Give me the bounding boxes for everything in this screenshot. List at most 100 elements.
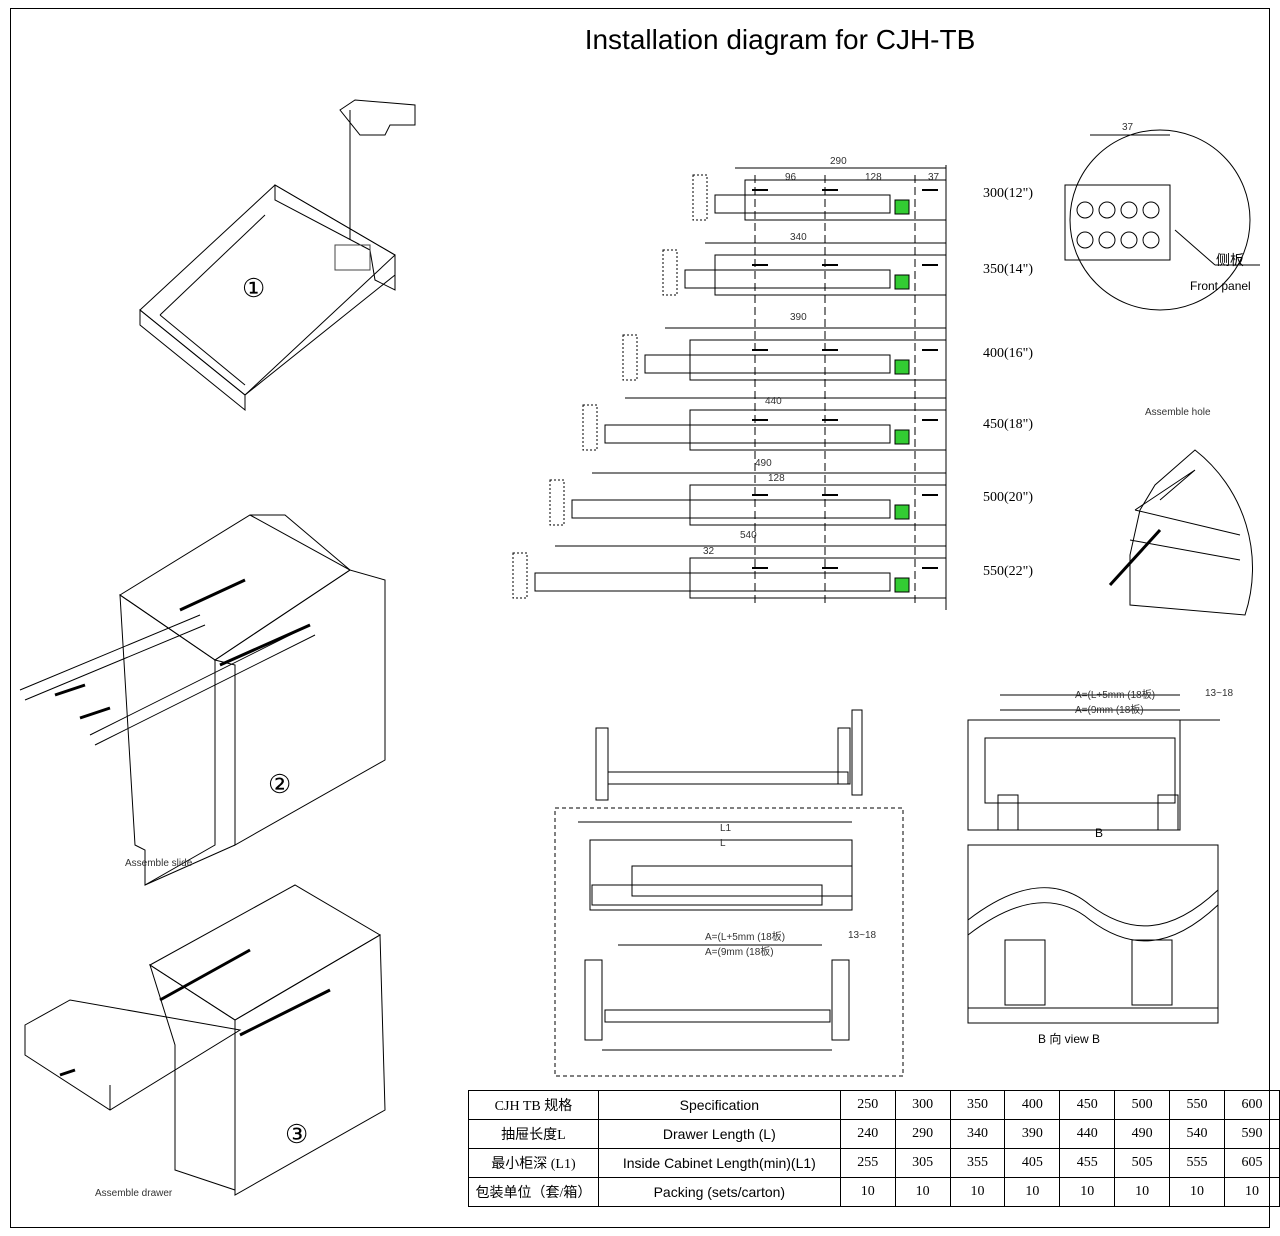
table-cell: 440 [1059, 1119, 1116, 1149]
hole-icon [1142, 201, 1160, 219]
hole-icon [1076, 201, 1094, 219]
hole-icon [1120, 231, 1138, 249]
table-cell: 10 [1114, 1177, 1171, 1207]
table-cell: 340 [949, 1119, 1006, 1149]
slide-inner [604, 424, 891, 444]
size-label: 450(18") [983, 417, 1034, 432]
dim-128: 128 [865, 172, 882, 183]
row-label-en: Specification [597, 1090, 841, 1120]
formula-a1: A=(L+5mm (18板) [705, 932, 786, 943]
table-cell: 10 [894, 1177, 951, 1207]
caption-assemble-slide: Assemble slide [125, 858, 193, 869]
assemble-hole-detail [1108, 449, 1253, 616]
detail-label-en: Front panel [1190, 279, 1251, 293]
dim-l: L [720, 838, 726, 849]
slide-inner [714, 194, 891, 214]
dim-length: 290 [830, 156, 847, 167]
formula-a2: A=(9mm (18板) [1075, 705, 1144, 716]
dim-l1: L1 [720, 823, 732, 834]
dim-length: 440 [765, 396, 782, 407]
row-label-en: Drawer Length (L) [597, 1119, 841, 1149]
table-cell: 600 [1224, 1090, 1280, 1120]
table-cell: 10 [1059, 1177, 1116, 1207]
dim-128: 128 [768, 473, 785, 484]
slide-inner [684, 269, 891, 289]
table-cell: 10 [1224, 1177, 1280, 1207]
dim-37: 37 [928, 172, 940, 183]
dim-length: 540 [740, 530, 757, 541]
table-cell: 10 [839, 1177, 896, 1207]
size-label: 350(14") [983, 262, 1034, 277]
drawer-section-top [595, 709, 863, 801]
size-label: 500(20") [983, 490, 1034, 505]
hole-icon [1120, 201, 1138, 219]
clip-green [894, 199, 910, 215]
clip-green [894, 429, 910, 445]
front-panel-section [582, 404, 598, 451]
row-label-cn: 包装单位（套/箱） [468, 1177, 599, 1207]
table-cell: 350 [949, 1090, 1006, 1120]
view-b [967, 844, 1219, 1024]
front-panel-detail [1064, 129, 1260, 311]
front-panel-section [622, 334, 638, 381]
clip-green [894, 577, 910, 593]
clip-green [894, 359, 910, 375]
table-cell: 455 [1059, 1148, 1116, 1178]
slide-inner [534, 572, 891, 592]
slide-outer [714, 254, 947, 296]
step-number-3: ③ [285, 1120, 309, 1149]
table-cell: 305 [894, 1148, 951, 1178]
row-label-en: Inside Cabinet Length(min)(L1) [597, 1148, 841, 1178]
table-cell: 250 [839, 1090, 896, 1120]
table-cell: 10 [1169, 1177, 1225, 1207]
hole-icon [1098, 231, 1116, 249]
table-cell: 605 [1224, 1148, 1280, 1178]
diagram-frame [10, 8, 1270, 1228]
table-cell: 400 [1004, 1090, 1061, 1120]
front-panel-section [692, 174, 708, 221]
table-cell: 490 [1114, 1119, 1171, 1149]
dim-length: 490 [755, 458, 772, 469]
row-label-cn: CJH TB 规格 [468, 1090, 599, 1120]
clip-green [894, 274, 910, 290]
table-cell: 540 [1169, 1119, 1225, 1149]
front-panel-section [662, 249, 678, 296]
table-row: 最小柜深 (L1)Inside Cabinet Length(min)(L1)2… [468, 1148, 1280, 1178]
page-title: Installation diagram for CJH-TB [584, 24, 976, 55]
table-cell: 10 [949, 1177, 1006, 1207]
dim-b: B [1095, 826, 1104, 840]
table-cell: 500 [1114, 1090, 1171, 1120]
table-cell: 290 [894, 1119, 951, 1149]
hole-icon [1076, 231, 1094, 249]
dim-96: 96 [785, 172, 797, 183]
row-label-en: Packing (sets/carton) [597, 1177, 841, 1207]
dim-32: 32 [703, 546, 715, 557]
table-cell: 390 [1004, 1119, 1061, 1149]
hole-icon [1142, 231, 1160, 249]
front-panel-section [549, 479, 565, 526]
table-cell: 355 [949, 1148, 1006, 1178]
cabinet-front-view [967, 694, 1220, 831]
caption-assemble-hole: Assemble hole [1145, 407, 1211, 418]
clip-green [894, 504, 910, 520]
step1-drawer-illustration [139, 99, 416, 412]
gap-label: 13~18 [848, 930, 877, 941]
detail-label-cn: 侧板 [1216, 254, 1244, 269]
row-label-cn: 抽屉长度L [468, 1119, 599, 1149]
slide-elevations [512, 165, 947, 610]
hole-icon [1098, 201, 1116, 219]
installation-box-content [578, 821, 853, 1051]
view-b-label: B 向 view B [1038, 1032, 1101, 1046]
table-cell: 300 [894, 1090, 951, 1120]
step-number-2: ② [268, 770, 292, 799]
table-cell: 405 [1004, 1148, 1061, 1178]
step3-cabinet-illustration [24, 884, 386, 1196]
dim-37: 37 [1122, 122, 1134, 133]
table-cell: 10 [1004, 1177, 1061, 1207]
slide-inner [644, 354, 891, 374]
step2-cabinet-illustration [19, 514, 386, 886]
